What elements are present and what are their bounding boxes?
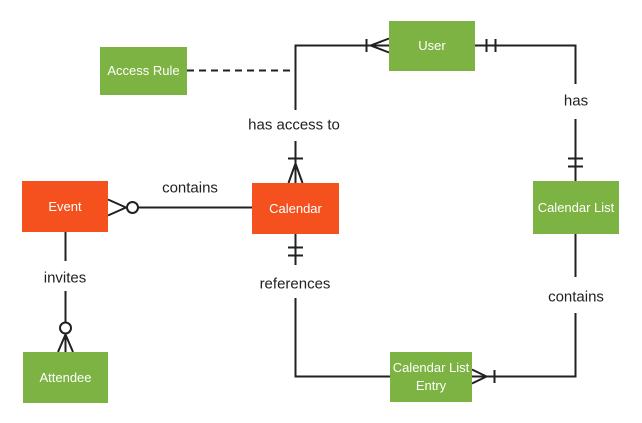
crow-foot-many-icon [107,198,127,217]
entity-calendar-list-entry[interactable]: Calendar List Entry [390,352,472,402]
exactly-one-bars-icon [485,39,497,52]
entity-calendar[interactable]: Calendar [252,183,339,234]
entity-label: Calendar List [537,199,615,215]
entity-label: Calendar List Entry [392,360,470,393]
entity-label: User [418,38,446,54]
relationship-label-invites: invites [40,269,90,287]
entity-access-rule[interactable]: Access Rule [100,47,187,95]
entity-label: Event [48,198,82,214]
entity-label: Calendar [269,200,322,216]
crow-foot-many-icon [471,368,487,385]
entity-calendar-list[interactable]: Calendar List [533,181,619,234]
connector-line [475,44,577,84]
zero-ring-icon [59,321,72,335]
relationship-label-has-access-to: has access to [245,116,343,134]
crow-foot-many-icon [57,334,74,353]
connector-calendar-references-entry [288,234,390,378]
zero-ring-icon [126,201,139,214]
entity-event[interactable]: Event [22,181,108,232]
relationship-label-references: references [256,275,334,293]
crow-foot-many-icon [287,163,304,184]
relationship-label-has: has [560,92,592,110]
connector-line [294,298,390,378]
exactly-one-bars-icon [288,246,303,257]
relationship-label-contains-event-calendar: contains [159,179,221,197]
entity-attendee[interactable]: Attendee [23,352,108,403]
crow-foot-many-icon [370,37,390,54]
connector-user-has-calendar-list [475,39,583,181]
connector-line [294,44,389,110]
entity-label: Attendee [39,369,92,385]
exactly-one-bars-icon [568,157,583,168]
connector-calendar-list-contains-entry [471,234,577,385]
relationship-label-contains-calendar-list: contains [545,288,607,306]
connector-event-invites-attendee [57,232,74,353]
entity-user[interactable]: User [389,21,475,71]
entity-label: Access Rule [107,63,180,79]
connector-event-contains-calendar [107,198,252,217]
connector-line [472,313,577,378]
connector-calendar-has-access-to-user [287,37,390,184]
